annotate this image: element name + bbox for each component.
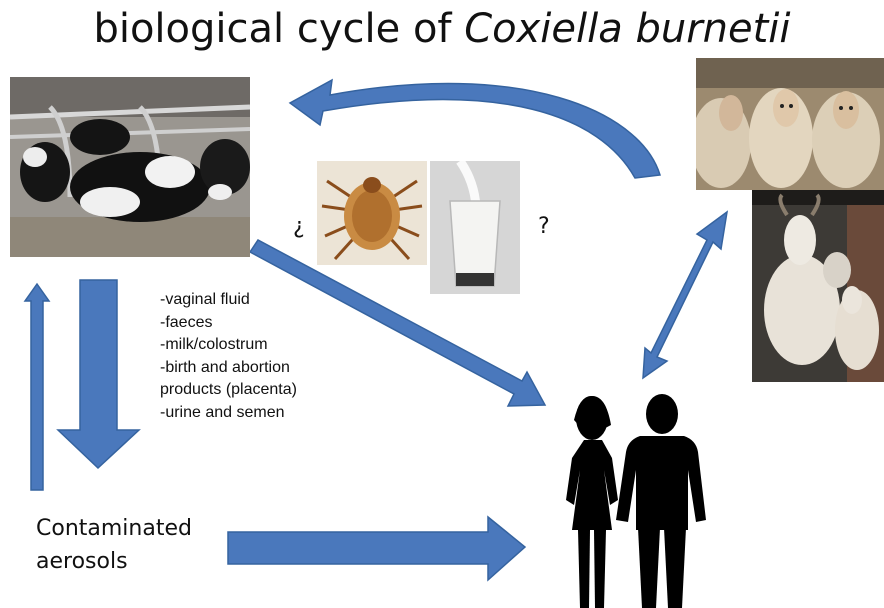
question-mark-open: ¿: [293, 214, 305, 239]
aerosols-label: Contaminated aerosols: [36, 512, 192, 578]
tick-photo: [317, 161, 427, 265]
aerosols-label-line: Contaminated: [36, 512, 192, 545]
route-item: -urine and semen: [160, 402, 297, 425]
transmission-routes-list: -vaginal fluid -faeces -milk/colostrum -…: [160, 289, 297, 425]
route-item: products (placenta): [160, 379, 297, 402]
arrow-up-to-cows: [25, 284, 49, 490]
title-prefix: biological cycle of: [93, 6, 464, 52]
question-mark-close: ?: [538, 214, 550, 239]
route-item: -milk/colostrum: [160, 334, 297, 357]
goats-photo: [752, 190, 884, 382]
arrow-humans-goats-bidirectional: [643, 212, 727, 378]
arrow-down-to-aerosols: [58, 280, 139, 468]
route-item: -birth and abortion: [160, 357, 297, 380]
page-title: biological cycle of Coxiella burnetii: [0, 6, 884, 52]
human-couple-silhouette: [566, 394, 706, 608]
route-item: -faeces: [160, 312, 297, 335]
arrow-aerosols-to-humans: [228, 517, 525, 580]
cows-photo: [10, 77, 250, 257]
sheep-photo: [696, 58, 884, 190]
title-organism: Coxiella burnetii: [464, 6, 790, 52]
route-item: -vaginal fluid: [160, 289, 297, 312]
milk-photo: [430, 161, 520, 294]
aerosols-label-line: aerosols: [36, 545, 192, 578]
